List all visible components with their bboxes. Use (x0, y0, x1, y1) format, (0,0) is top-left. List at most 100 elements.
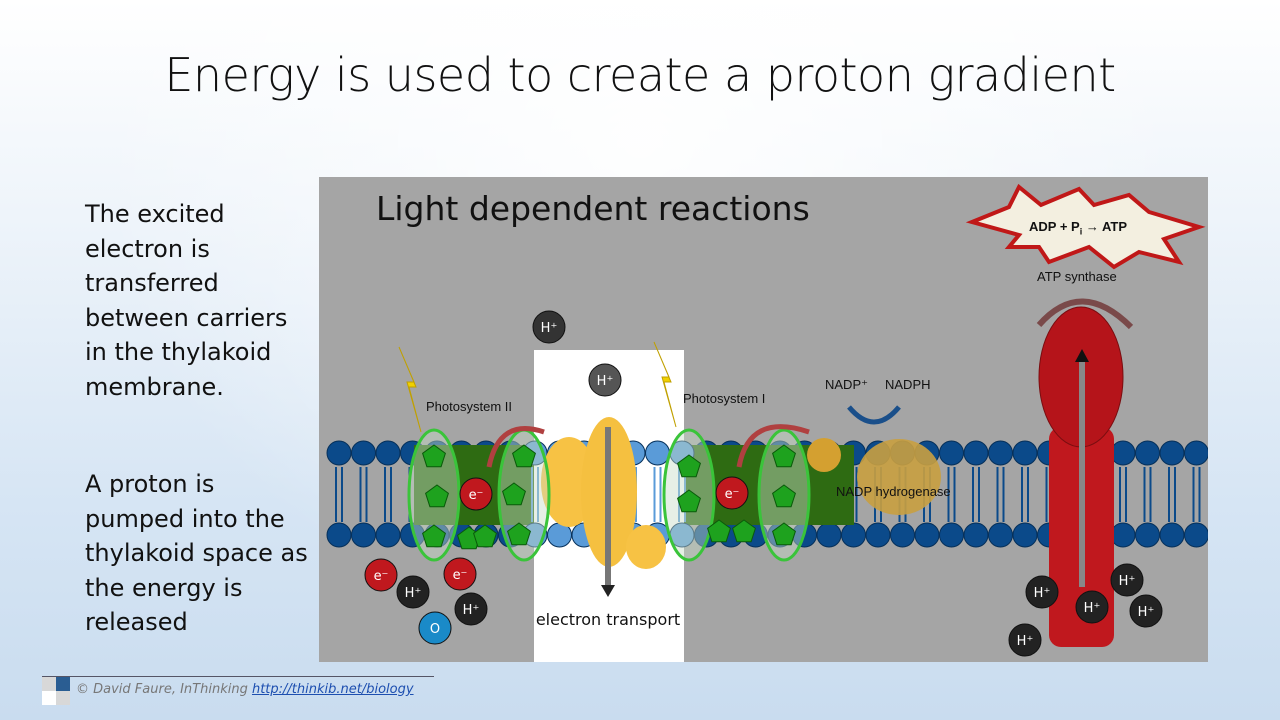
footer-divider (42, 676, 434, 677)
svg-text:e⁻: e⁻ (725, 487, 740, 502)
footer-link[interactable]: http://thinkib.net/biology (251, 682, 414, 697)
proton: H⁺ (1129, 594, 1163, 628)
phospholipid-head (645, 440, 670, 466)
pigment-pentagon (732, 519, 756, 543)
svg-text:e⁻: e⁻ (469, 488, 484, 503)
svg-text:e⁻: e⁻ (374, 569, 389, 584)
plastocyanin (626, 525, 666, 569)
particles: H⁺ H⁺ e⁻ e⁻ e⁻ e⁻ H⁺ H⁺ O H⁺ H⁺ H⁺ H⁺ H⁺ (364, 310, 1163, 657)
diagram-title: Light dependent reactions (376, 189, 810, 228)
bullet-electron-transfer: The excited electron is transferred betw… (85, 200, 288, 401)
phospholipid-head (1012, 440, 1038, 466)
ferredoxin (807, 438, 841, 472)
pigment-pentagon (707, 519, 731, 543)
pigment-pentagon (502, 482, 526, 506)
pigment-pentagon (512, 444, 536, 468)
svg-text:H⁺: H⁺ (1138, 605, 1155, 620)
phospholipid-head (988, 440, 1013, 466)
pigment-pentagon (422, 444, 446, 468)
svg-text:H⁺: H⁺ (597, 374, 614, 389)
electron-arrow (736, 424, 810, 468)
phospholipid-head (988, 522, 1013, 548)
proton: H⁺ (1008, 623, 1042, 657)
svg-text:O: O (430, 622, 440, 637)
logo-square (56, 691, 70, 705)
nadp-hydrogenase-label: NADP hydrogenase (836, 484, 951, 499)
pigment-pentagon (677, 489, 701, 513)
phospholipid-head (865, 522, 891, 548)
phospholipid-head (914, 522, 940, 548)
pigment-pentagon (422, 524, 446, 548)
proton: H⁺ (1075, 590, 1109, 624)
svg-text:H⁺: H⁺ (405, 586, 422, 601)
logo-square (42, 691, 56, 705)
pigment-pentagon (677, 454, 701, 478)
phospholipid-head (1135, 522, 1160, 548)
nadp-arrow (847, 405, 901, 425)
pigment-molecules (422, 444, 796, 550)
phospholipid-head (963, 440, 989, 466)
phospholipid-head (963, 522, 989, 548)
svg-text:H⁺: H⁺ (1084, 601, 1101, 616)
electron: e⁻ (715, 476, 749, 510)
atp-equation-burst (965, 183, 1206, 270)
lightning-icon (653, 341, 677, 428)
atp-synthase-label: ATP synthase (1037, 269, 1117, 284)
phospholipid-head (1135, 440, 1160, 466)
proton: H⁺ (396, 575, 430, 609)
pigment-pentagon (425, 484, 449, 508)
rotation-arrow (1036, 298, 1134, 330)
pigment-pentagon (473, 524, 497, 548)
proton: H⁺ (454, 592, 488, 626)
nadp-hydrogenase-shape (857, 439, 941, 515)
phospholipid-head (326, 440, 352, 466)
electron: e⁻ (364, 558, 398, 592)
photosystem-i-label: Photosystem I (683, 391, 766, 406)
phospholipid-head (375, 440, 401, 466)
pigment-pentagon (772, 484, 796, 508)
phospholipid-head (939, 522, 964, 548)
proton-channel-arrow (605, 427, 611, 587)
photosystem-ii-label: Photosystem II (426, 399, 512, 414)
pigment-pentagon (507, 522, 531, 546)
svg-text:H⁺: H⁺ (1017, 634, 1034, 649)
phospholipid-head (351, 440, 376, 466)
phospholipid-head (1159, 440, 1185, 466)
membrane-illustration: H⁺ H⁺ e⁻ e⁻ e⁻ e⁻ H⁺ H⁺ O H⁺ H⁺ H⁺ H⁺ H⁺ (326, 183, 1208, 662)
electron-transport-label: electron transport (535, 610, 681, 629)
phospholipid-head (1110, 440, 1136, 466)
electron: e⁻ (443, 557, 477, 591)
phospholipid-head (1184, 522, 1208, 548)
phospholipid-head (1012, 522, 1038, 548)
light-dependent-reactions-diagram: H⁺ H⁺ e⁻ e⁻ e⁻ e⁻ H⁺ H⁺ O H⁺ H⁺ H⁺ H⁺ H⁺ Light depend… (319, 177, 1208, 662)
atp-synthase-arrow (1079, 357, 1085, 587)
logo-square (56, 677, 70, 691)
phospholipid-head (890, 522, 915, 548)
svg-text:H⁺: H⁺ (1119, 574, 1136, 589)
proton: H⁺ (1110, 563, 1144, 597)
pigment-pentagon (772, 444, 796, 468)
atp-equation: ADP + Pi → ATP (1029, 219, 1128, 237)
svg-text:H⁺: H⁺ (1034, 586, 1051, 601)
proton: H⁺ (1025, 575, 1059, 609)
phospholipid-head (939, 440, 964, 466)
pigment-pentagon (772, 522, 796, 546)
phospholipid-head (326, 522, 352, 548)
nadp-plus-label: NADP⁺ (825, 377, 868, 392)
logo-square (42, 677, 56, 691)
phospholipid-head (816, 522, 842, 548)
phospholipid-head (1110, 522, 1136, 548)
footer-credit: © David Faure, InThinking http://thinkib… (76, 682, 414, 697)
svg-text:H⁺: H⁺ (541, 321, 558, 336)
electron: e⁻ (459, 477, 493, 511)
phospholipid-head (375, 522, 401, 548)
phospholipid-head (841, 522, 866, 548)
phospholipid-head (1159, 522, 1185, 548)
svg-text:e⁻: e⁻ (453, 568, 468, 583)
bullet-proton-pumped: A proton is pumped into the thylakoid sp… (85, 470, 308, 636)
lightning-icon (398, 346, 422, 433)
svg-text:H⁺: H⁺ (463, 603, 480, 618)
oxygen: O (418, 611, 452, 645)
slide-title: Energy is used to create a proton gradie… (164, 48, 1116, 102)
phospholipid-head (351, 522, 376, 548)
